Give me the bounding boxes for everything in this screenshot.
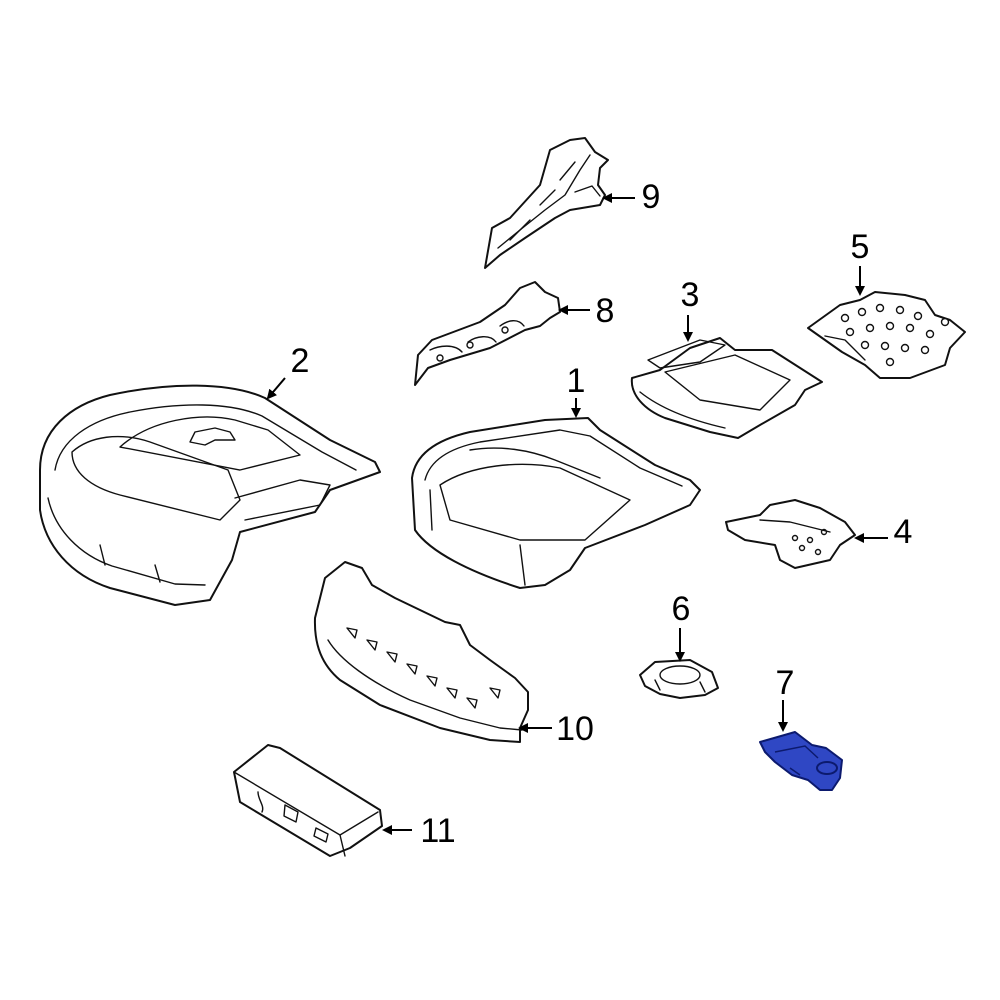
- part-5-holes: [840, 303, 950, 367]
- callout-3: 3: [681, 276, 700, 314]
- callout-9: 9: [642, 178, 661, 216]
- callout-7: 7: [776, 664, 795, 702]
- callout-6: 6: [672, 590, 691, 628]
- part-7-highlighted-bracket: [759, 731, 843, 791]
- callout-11: 11: [420, 812, 455, 850]
- part-11-module: [233, 744, 383, 857]
- callout-5: 5: [851, 228, 870, 266]
- callout-8: 8: [596, 292, 615, 330]
- part-2-seat-cushion: [39, 384, 381, 606]
- part-6-clip: [639, 659, 719, 699]
- part-9-side-trim: [484, 137, 609, 269]
- callout-1: 1: [567, 362, 586, 400]
- callout-10: 10: [556, 710, 594, 748]
- part-8-side-trim: [414, 281, 561, 386]
- leader-2: [266, 377, 286, 400]
- part-10-front-trim: [313, 561, 529, 743]
- callout-4: 4: [894, 513, 913, 551]
- part-4-heater-mat: [725, 499, 856, 569]
- callout-labels: 1 2 3 4 5 6 7 8 9 10 11: [291, 178, 913, 850]
- leader-lines: [266, 193, 888, 835]
- part-3-cushion-insert: [630, 337, 823, 439]
- callout-2: 2: [291, 342, 310, 380]
- part-10-slots: [346, 627, 501, 709]
- part-5-heater-mat: [807, 291, 966, 379]
- part-1-cushion-pad: [411, 417, 701, 589]
